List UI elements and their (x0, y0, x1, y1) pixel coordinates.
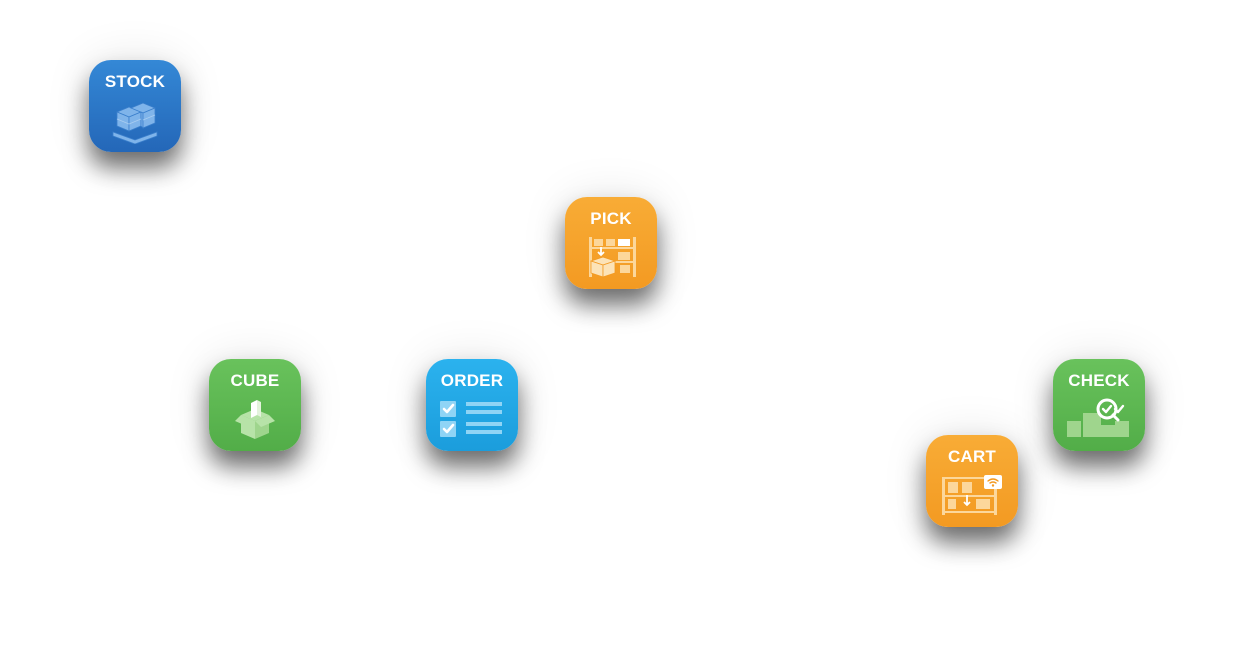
cart-app-label: CART (947, 447, 996, 466)
checklist-icon (436, 397, 508, 443)
check-app-tile[interactable]: CHECK (1053, 359, 1145, 451)
pick-app-tile[interactable]: PICK (565, 197, 657, 289)
open-box-icon (219, 397, 291, 443)
pallet-boxes-icon (99, 98, 171, 144)
shelf-box-icon (575, 235, 647, 281)
order-app-tile[interactable]: ORDER (426, 359, 518, 451)
cube-app-tile[interactable]: CUBE (209, 359, 301, 451)
inspection-icon (1063, 397, 1135, 443)
cart-app-tile[interactable]: CART (926, 435, 1018, 527)
cart-shelf-icon (936, 473, 1008, 519)
pick-app-label: PICK (590, 209, 632, 228)
order-app-label: ORDER (440, 371, 504, 390)
stock-app-label: STOCK (104, 72, 166, 91)
check-app-label: CHECK (1068, 371, 1130, 390)
cube-app-label: CUBE (230, 371, 280, 390)
stock-app-tile[interactable]: STOCK (89, 60, 181, 152)
